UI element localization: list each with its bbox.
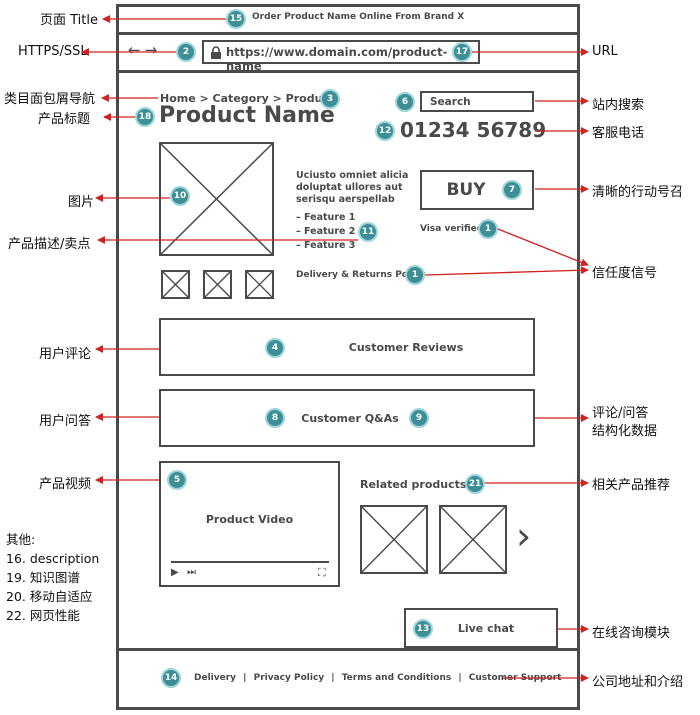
page-title: Product Name	[159, 103, 335, 128]
other-notes: 其他: 16. description 19. 知识图谱 20. 移动自适应 2…	[6, 530, 99, 625]
annotation-trust: 信任度信号	[592, 266, 658, 281]
badge-9: 9	[409, 408, 429, 428]
related-product-2[interactable]	[439, 505, 507, 574]
annotation-qa: 用户问答	[39, 414, 92, 429]
badge-12: 12	[375, 121, 395, 141]
description-line: Uciusto omniet alicia	[296, 170, 409, 181]
thumbnail-3[interactable]	[245, 270, 274, 299]
badge-18: 18	[135, 107, 155, 127]
window-title: Order Product Name Online From Brand X	[252, 12, 465, 22]
badge-14: 14	[161, 668, 181, 688]
other-item: 16. description	[6, 551, 100, 566]
footer-link-terms[interactable]: Terms and Conditions	[341, 673, 452, 683]
feature-item: – Feature 2	[296, 226, 356, 237]
annotation-video: 产品视频	[39, 477, 92, 492]
annotation-related: 相关产品推荐	[592, 478, 671, 493]
badge-15: 15	[226, 9, 246, 29]
buy-label: BUY	[446, 180, 486, 200]
badge-1: 1	[478, 219, 498, 239]
annotation-https: HTTPS/SSL	[18, 44, 88, 59]
footer-links: Delivery | Privacy Policy | Terms and Co…	[194, 673, 561, 683]
other-heading: 其他:	[6, 532, 36, 547]
footer-link-support[interactable]: Customer Support	[468, 673, 562, 683]
phone-number[interactable]: 01234 56789	[400, 118, 547, 142]
footer-separator: |	[458, 673, 462, 683]
annotation-description: 产品描述/卖点	[8, 237, 91, 252]
lock-icon	[211, 46, 221, 59]
breadcrumb[interactable]: Home > Category > Product	[160, 92, 335, 105]
annotation-image: 图片	[68, 195, 95, 210]
annotation-cta: 清晰的行动号召	[592, 185, 684, 200]
badge-4: 4	[265, 338, 285, 358]
footer-divider	[116, 648, 580, 651]
badge-3: 3	[320, 89, 340, 109]
search-placeholder: Search	[430, 96, 471, 108]
badge-5: 5	[167, 470, 187, 490]
thumbnail-1[interactable]	[161, 270, 190, 299]
description-line: serisqu aerspellab	[296, 194, 395, 205]
annotation-search: 站内搜索	[592, 98, 645, 113]
related-products-heading: Related products	[360, 478, 467, 491]
other-item: 22. 网页性能	[6, 608, 80, 623]
footer-separator: |	[331, 673, 335, 683]
address-bar[interactable]: https://www.domain.com/product-name	[202, 40, 480, 73]
badge-21: 21	[465, 474, 485, 494]
annotation-breadcrumb: 类目面包屑导航	[4, 92, 96, 107]
badge-6: 6	[395, 92, 415, 112]
video-label: Product Video	[205, 513, 294, 526]
thumbnail-2[interactable]	[203, 270, 232, 299]
badge-8: 8	[265, 408, 285, 428]
annotation-reviews: 用户评论	[39, 347, 92, 362]
annotation-url: URL	[592, 44, 618, 59]
badge-2: 2	[176, 42, 196, 62]
feature-list: – Feature 1 – Feature 2 – Feature 3	[296, 211, 355, 253]
next-icon[interactable]: ⏭	[187, 567, 196, 578]
reviews-label: Customer Reviews	[348, 340, 464, 354]
footer-separator: |	[243, 673, 247, 683]
fullscreen-icon[interactable]: ⛶	[318, 566, 326, 579]
annotation-livechat: 在线咨询模块	[592, 626, 671, 641]
badge-7: 7	[502, 180, 522, 200]
title-divider	[116, 32, 580, 35]
annotation-title: 页面 Title	[40, 13, 98, 28]
address-divider	[116, 70, 580, 73]
delivery-returns-link[interactable]: Delivery & Returns Policy	[296, 270, 426, 280]
feature-item: – Feature 3	[296, 240, 356, 251]
live-chat-label: Live chat	[457, 621, 515, 635]
back-icon[interactable]: ←	[128, 41, 145, 59]
annotation-phone: 客服电话	[592, 126, 645, 141]
url-text: https://www.domain.com/product-name	[226, 45, 448, 73]
annotation-product-title: 产品标题	[38, 112, 91, 127]
annotation-qa-structured-2: 结构化数据	[592, 424, 658, 439]
badge-11: 11	[358, 222, 378, 242]
customer-reviews-section[interactable]: Customer Reviews	[159, 318, 535, 376]
footer-link-delivery[interactable]: Delivery	[194, 673, 237, 683]
annotation-footer: 公司地址和介绍	[592, 675, 684, 690]
badge-10: 10	[170, 186, 190, 206]
video-progress-bar[interactable]	[171, 561, 329, 563]
customer-qa-section[interactable]: Customer Q&As	[159, 389, 535, 447]
search-input[interactable]: Search	[420, 91, 534, 112]
related-product-1[interactable]	[360, 505, 428, 574]
play-icon[interactable]: ▶	[171, 567, 179, 578]
badge-1: 1	[405, 265, 425, 285]
qa-label: Customer Q&As	[301, 411, 399, 425]
badge-17: 17	[452, 42, 472, 62]
annotation-qa-structured-1: 评论/问答	[592, 406, 649, 421]
description-line: doluptat ullores aut	[296, 182, 403, 193]
other-item: 20. 移动自适应	[6, 589, 93, 604]
product-description: Uciusto omniet alicia doluptat ullores a…	[296, 170, 408, 206]
badge-13: 13	[413, 619, 433, 639]
other-item: 19. 知识图谱	[6, 570, 80, 585]
footer-link-privacy[interactable]: Privacy Policy	[253, 673, 325, 683]
product-video-player[interactable]: Product Video ▶ ⏭ ⛶	[159, 461, 340, 587]
forward-icon[interactable]: →	[144, 41, 162, 59]
nav-arrows[interactable]: ←→	[128, 41, 161, 59]
feature-item: – Feature 1	[296, 212, 356, 223]
chevron-right-icon[interactable]: ›	[516, 514, 532, 558]
visa-verified: Visa verified	[420, 224, 484, 234]
